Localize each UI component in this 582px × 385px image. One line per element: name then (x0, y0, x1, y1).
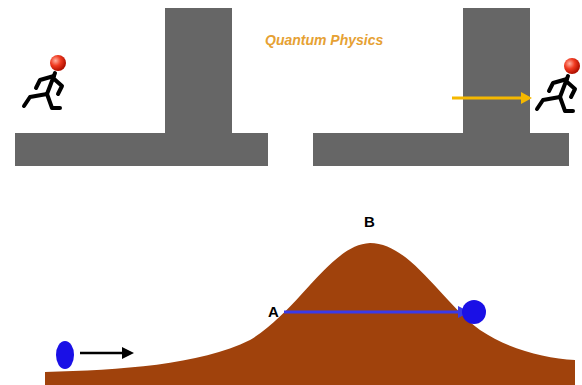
quantum-panel (313, 8, 580, 166)
point-label: B (364, 214, 375, 229)
potential-hill (45, 243, 575, 385)
classical-panel (15, 8, 268, 166)
heading-text: Quantum Physics (265, 33, 383, 47)
point-label: A (268, 304, 279, 319)
